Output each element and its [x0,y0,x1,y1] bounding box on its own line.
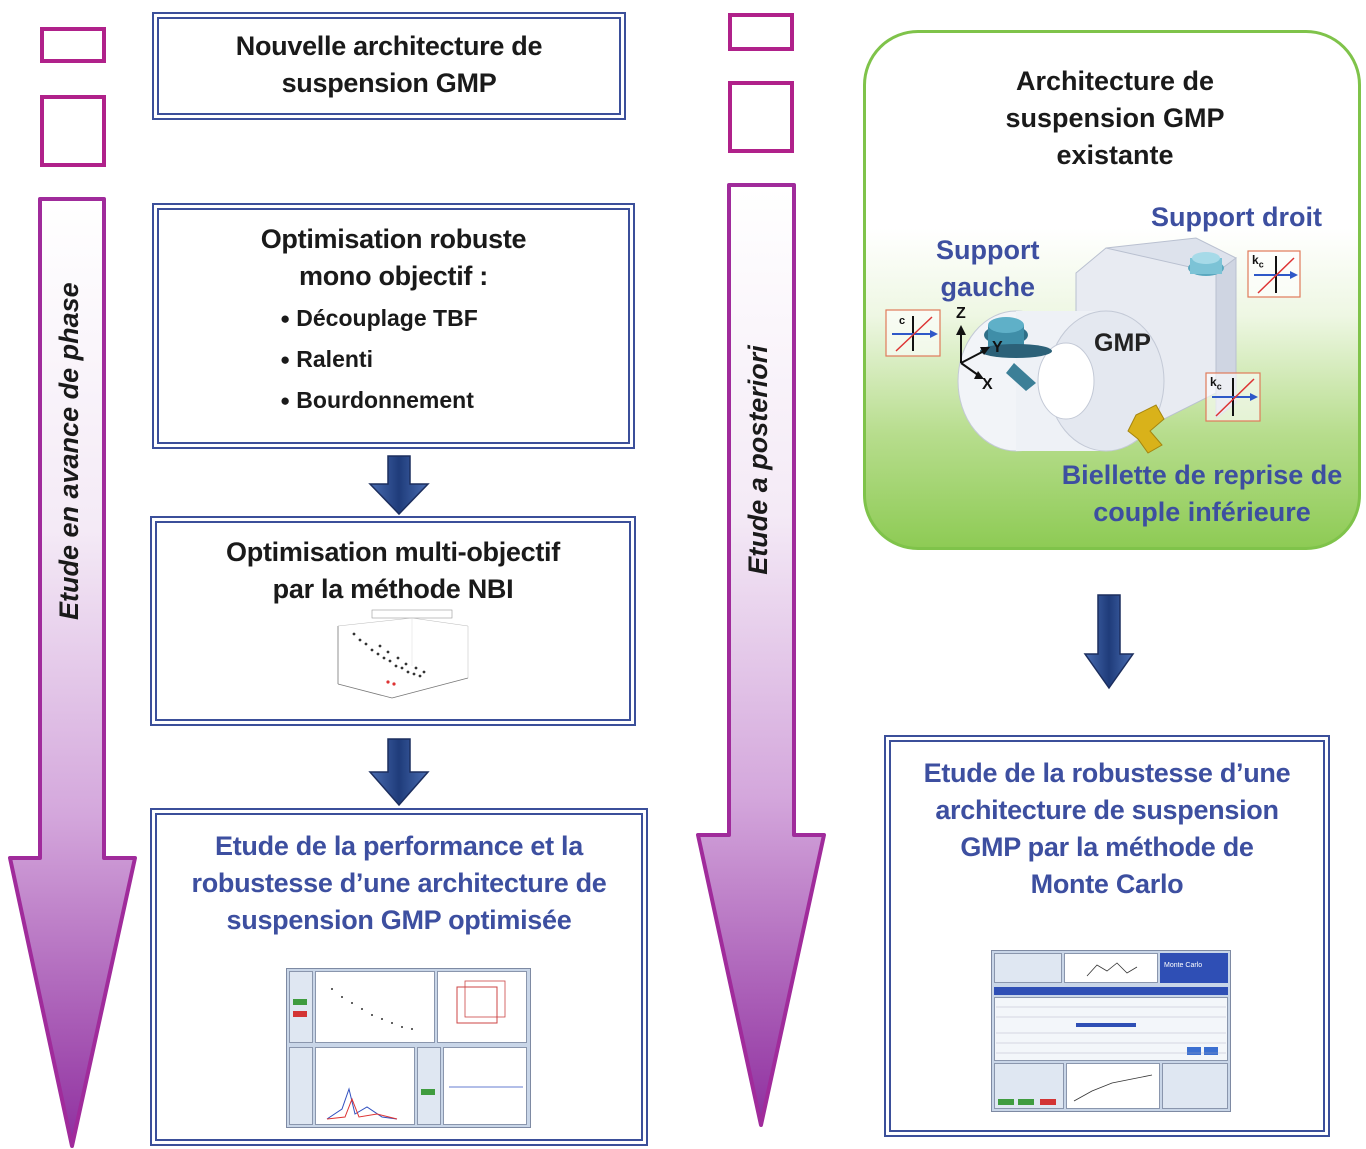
box3-line1: Optimisation multi-objectif [226,537,560,567]
box3-line2: par la méthode NBI [272,574,514,604]
mc-line2: architecture de suspension [935,795,1279,825]
thumb-plots [996,962,1226,1102]
mc-line3: GMP par la méthode de [960,832,1254,862]
box1-line1: Nouvelle architecture de [235,31,543,61]
c-label-left: c [899,315,906,327]
objective-list: Découplage TBF Ralenti Bourdonnement [280,299,633,422]
thumb-panel [289,1047,313,1125]
thumb-status [1018,1099,1034,1105]
middle-vertical-label-prefix: Etude [743,499,773,575]
thumb-status [293,999,307,1005]
box-multi-objective-title: Optimisation multi-objectif par la métho… [152,518,634,608]
thumb-panel [1162,1063,1228,1109]
box-performance-study-title: Etude de la performance et la robustesse… [152,810,646,939]
support-left-label: Support gauche [936,232,1039,306]
kc-label-lower: kc [1210,375,1222,391]
monte-carlo-software-thumbnail: Monte Carlo [991,950,1231,1112]
box-monte-carlo-study: Etude de la robustesse d’une architectur… [884,735,1330,1137]
legend-box-1 [40,27,106,63]
box4-line2: robustesse d’une architecture de [191,868,607,898]
thumb-panel [417,1047,441,1125]
objective-item: Découplage TBF [280,299,633,340]
down-arrow-1 [368,455,430,516]
box4-line1: Etude de la performance et la [215,831,583,861]
box1-line2: suspension GMP [281,68,497,98]
thumb-panel [315,971,435,1043]
kc-label-right: kc [1252,253,1264,269]
down-arrow-2 [368,738,430,807]
thumb-status [293,1011,307,1017]
engine-illustration [885,237,1301,454]
thumb-panel [443,1047,527,1125]
box4-line3: suspension GMP optimisée [226,905,572,935]
objective-item: Ralenti [280,340,633,381]
box2-line2: mono objectif : [299,261,488,291]
thumb-panel [994,953,1062,983]
box-robust-optimisation-title: Optimisation robuste mono objectif : [154,205,633,295]
support-left-line2: gauche [940,272,1035,302]
panel-title-line2: suspension GMP [1005,103,1225,133]
thumb-panel [1066,1063,1160,1109]
box-monte-carlo-title: Etude de la robustesse d’une architectur… [886,737,1328,903]
box2-line1: Optimisation robuste [260,224,527,254]
kc-k: k [1252,253,1259,267]
thumb-monte-carlo-label: Monte Carlo [1164,962,1203,969]
thumb-bar [994,987,1228,995]
box-robust-optimisation: Optimisation robuste mono objectif : Déc… [152,203,635,449]
nbi-scatter-thumbnail [337,609,469,699]
thumb-highlight [1076,1023,1136,1027]
biellette-line1: Biellette de reprise de [1061,460,1343,490]
mc-line4: Monte Carlo [1030,869,1184,899]
axis-z-label: Z [956,305,966,322]
panel-title-line3: existante [1056,140,1174,170]
thumb-plots [326,980,523,1120]
thumb-title-bar [1160,953,1228,983]
legend-box-3 [728,13,794,51]
legend-box-2 [40,95,106,167]
mc-line1: Etude de la robustesse d’une [923,758,1291,788]
axis-y-label: Y [992,339,1003,356]
thumb-panel [437,971,527,1043]
middle-vertical-label-italic: a posteriori [743,345,773,493]
box-multi-objective: Optimisation multi-objectif par la métho… [150,516,636,726]
left-timeline-arrow [8,197,137,1148]
box-performance-study: Etude de la performance et la robustesse… [150,808,648,1146]
box-new-architecture-title: Nouvelle architecture de suspension GMP [154,14,624,102]
left-vertical-label: Etude en avance de phase [54,282,84,620]
thumb-status [421,1089,435,1095]
middle-timeline-arrow [696,183,826,1127]
middle-vertical-label: Etude a posteriori [743,310,779,610]
support-right-label: Support droit [1151,202,1322,232]
existing-architecture-panel: Architecture de suspension GMP existante [863,30,1361,550]
kc-k: k [1210,375,1217,389]
box-new-architecture: Nouvelle architecture de suspension GMP [152,12,626,120]
thumb-panel [289,971,313,1043]
biellette-line2: couple inférieure [1093,497,1311,527]
axis-x-label: X [982,376,993,393]
gmp-label: GMP [1094,329,1151,357]
thumb-status [998,1099,1014,1105]
thumb-status [1040,1099,1056,1105]
down-arrow-3 [1083,594,1135,690]
support-left-line1: Support [936,235,1040,265]
kc-sub: c [1216,381,1222,392]
legend-box-4 [728,81,794,153]
thumb-panel [315,1047,415,1125]
performance-software-thumbnail [286,968,531,1128]
panel-title-line1: Architecture de [1015,66,1215,96]
biellette-label: Biellette de reprise de couple inférieur… [1052,457,1352,531]
kc-sub: c [1258,259,1264,270]
panel-title: Architecture de suspension GMP existante [866,63,1358,174]
objective-item: Bourdonnement [280,381,633,422]
